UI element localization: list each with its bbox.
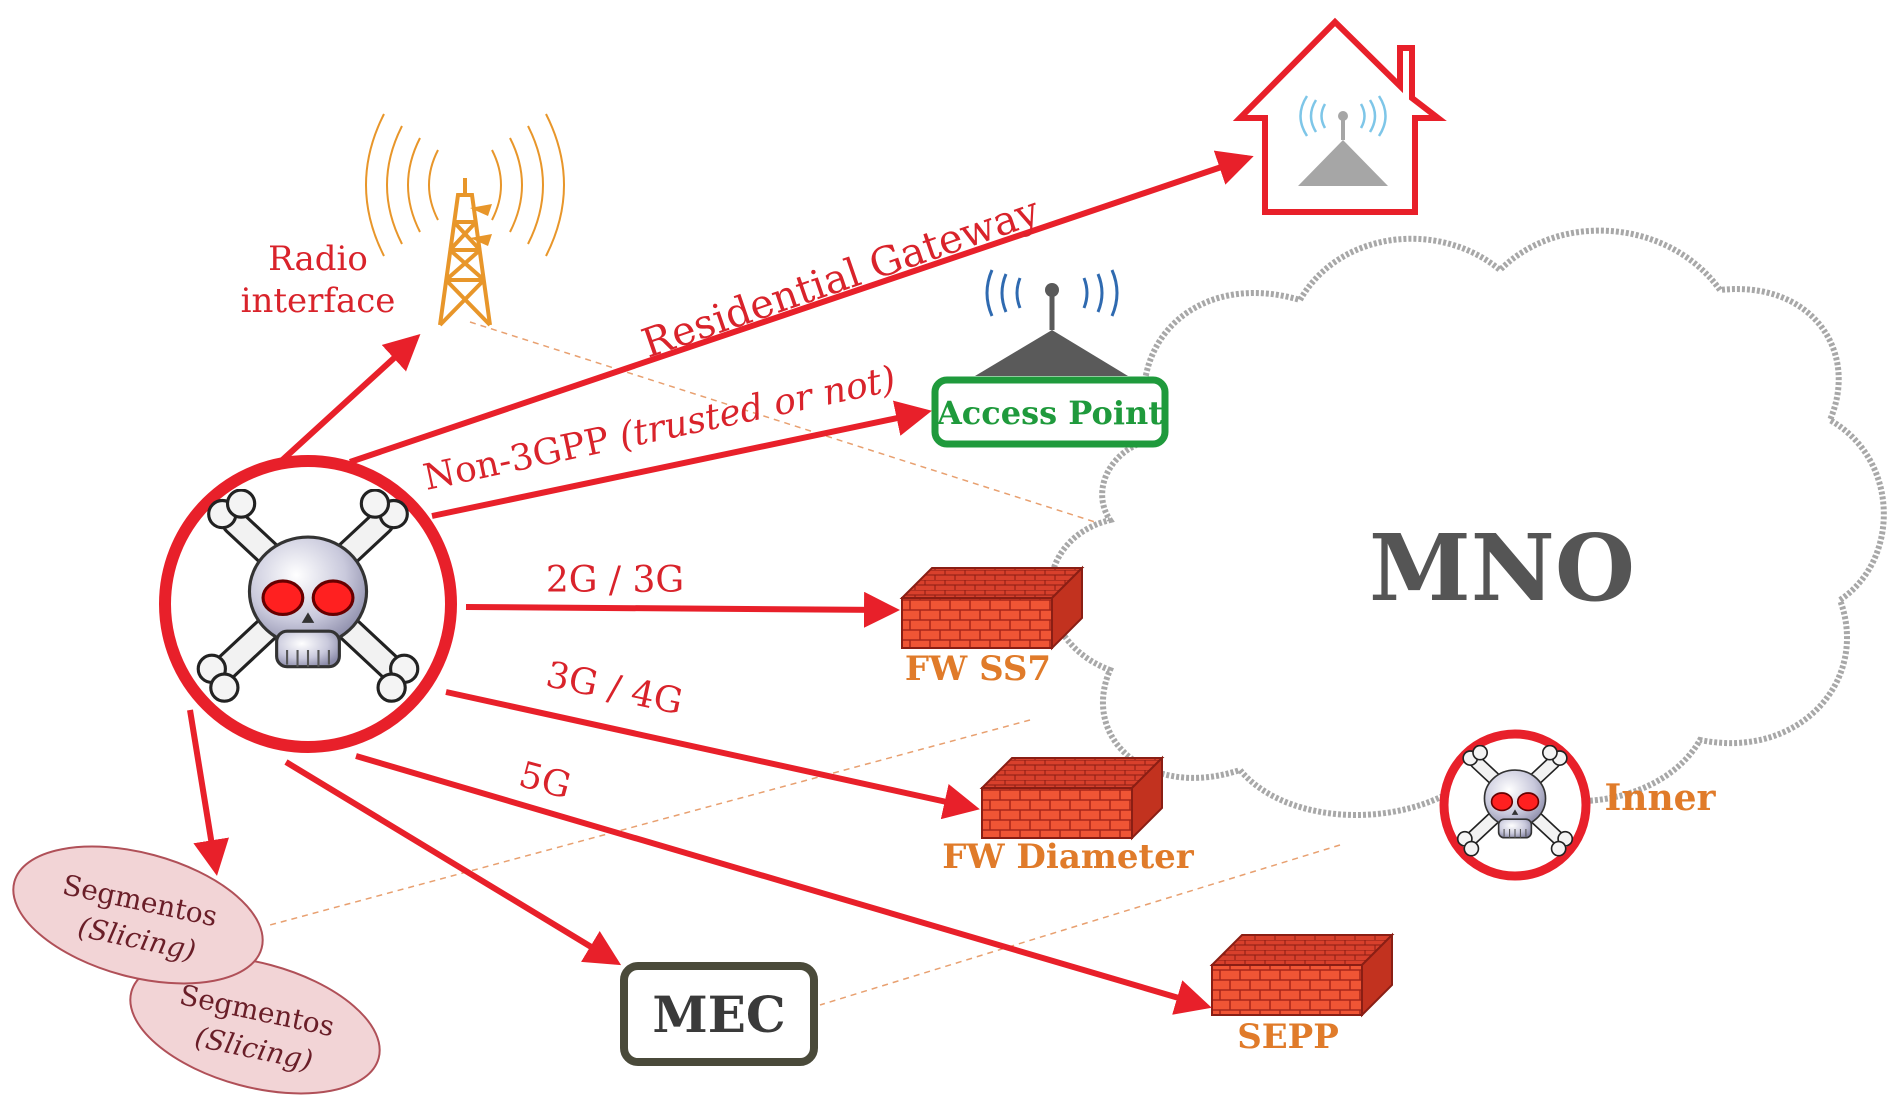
arrow-mec — [284, 759, 622, 966]
arrow-slicing — [187, 709, 229, 876]
arrow-residential-gateway — [349, 150, 1254, 465]
fw-ss7-label: FW SS7 — [905, 649, 1051, 689]
arrow-5g — [355, 753, 1212, 1015]
arrow-non3gpp — [431, 400, 932, 519]
non3gpp-italic: (trusted or not) — [616, 359, 900, 458]
slicing-segment-2: Segmentos (Slicing) — [129, 955, 381, 1095]
inner-label: Inner — [1604, 777, 1716, 819]
sepp-label: SEPP — [1237, 1017, 1339, 1057]
mec-label: MEC — [652, 985, 785, 1044]
arrow-3g4g — [445, 689, 980, 820]
attack-arrows — [187, 150, 1254, 1015]
access-point-icon: Access Point — [931, 269, 1169, 448]
arrow-2g3g — [465, 591, 900, 628]
link-3g4g-label: 3G / 4G — [542, 654, 686, 723]
radio-label-line1: Radio — [268, 239, 368, 279]
fw-ss7-firewall — [899, 565, 1085, 651]
access-point-box — [931, 376, 1169, 448]
fw-diameter-label: FW Diameter — [942, 837, 1195, 877]
attacker-node — [159, 455, 457, 753]
sepp-firewall — [1209, 932, 1395, 1018]
radio-label-line2: interface — [241, 281, 396, 321]
arrow-radio — [275, 333, 421, 467]
mno-label: MNO — [1369, 514, 1635, 622]
mec-box: MEC — [620, 962, 818, 1066]
non3gpp-label: Non-3GPP (trusted or not) — [420, 359, 899, 499]
inner-attacker-node — [1439, 729, 1591, 881]
mno-cloud: MNO — [1047, 227, 1887, 818]
slicing-segment-1: Segmentos (Slicing) — [12, 845, 264, 985]
link-5g-label: 5G — [515, 754, 576, 807]
radio-tower-icon — [365, 113, 565, 327]
link-2g3g-label: 2G / 3G — [546, 560, 684, 601]
house-wifi-icon — [1232, 17, 1447, 215]
fw-diameter-firewall — [979, 755, 1165, 841]
dashed-connectors — [269, 321, 1341, 1006]
residential-gateway-label: Residential Gateway — [636, 188, 1045, 367]
access-point-label: Access Point — [936, 394, 1163, 432]
